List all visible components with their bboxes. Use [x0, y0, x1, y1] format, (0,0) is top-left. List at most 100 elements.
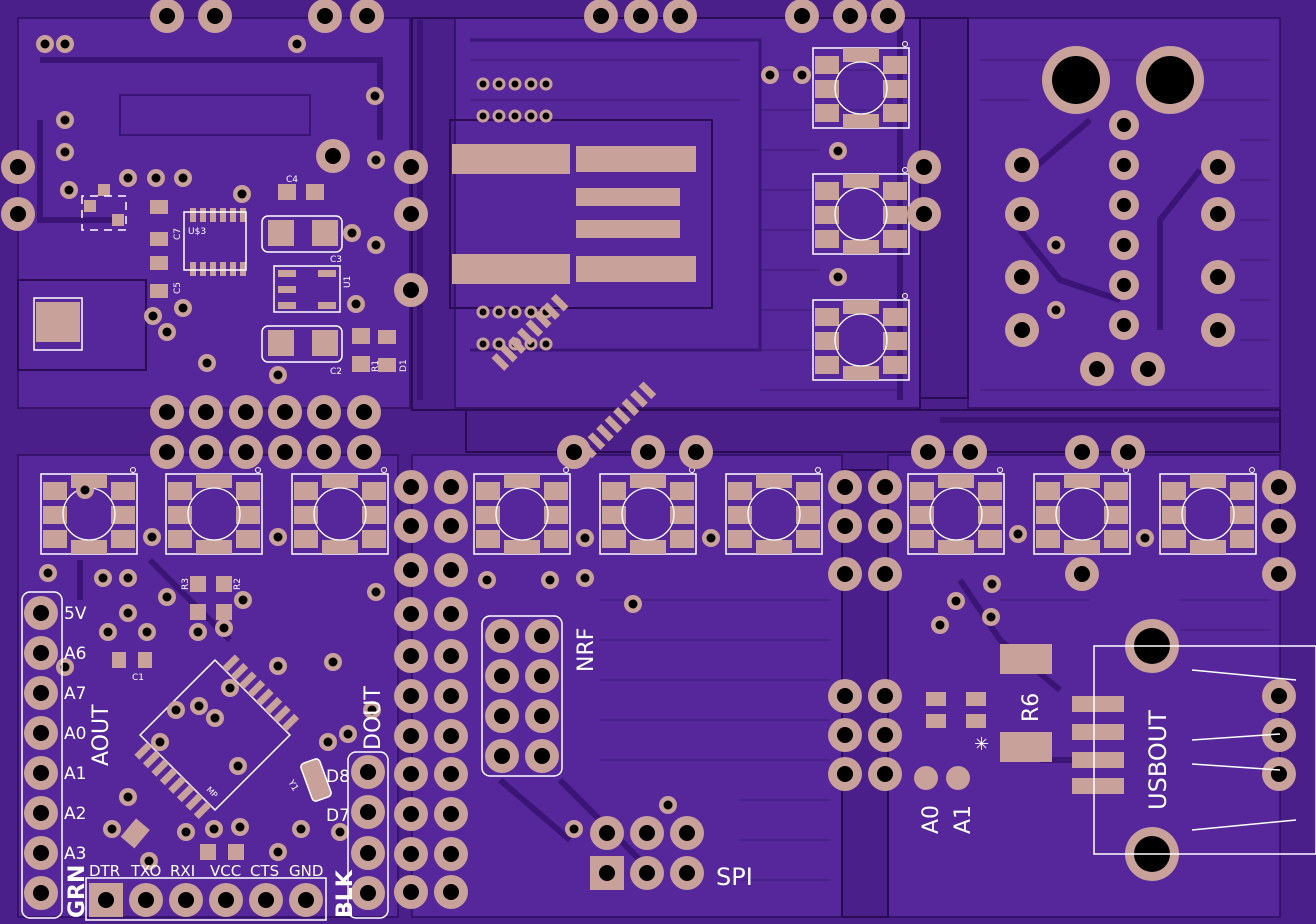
drill-hole	[60, 39, 70, 49]
drill-hole	[443, 884, 459, 900]
drill-hole	[351, 299, 361, 309]
label-grn: GRN	[65, 865, 90, 918]
drill-hole	[1014, 157, 1030, 173]
drill-hole	[443, 562, 459, 578]
drill-hole	[1117, 198, 1131, 212]
drill-hole	[688, 444, 704, 460]
drill-hole	[162, 592, 172, 602]
drill-hole	[1210, 159, 1226, 175]
drill-hole	[237, 189, 247, 199]
drill-hole	[1014, 206, 1030, 222]
drill-hole	[877, 566, 893, 582]
test-pad	[946, 766, 970, 790]
header-outlines	[21, 195, 1316, 921]
label-r6: R6	[1019, 693, 1044, 722]
drill-hole	[123, 173, 133, 183]
drill-hole	[162, 327, 172, 337]
qfp-pin	[222, 654, 240, 673]
label-r1: R1	[371, 360, 381, 372]
drill-hole	[1271, 727, 1287, 743]
drill-hole	[1117, 158, 1131, 172]
led-footprint	[812, 41, 910, 129]
silkscreen-labels: 5V A6 A7 A0 A1 A2 A3 AOUT DOUT D8 D7 GRN…	[64, 175, 1172, 918]
drill-hole	[335, 827, 345, 837]
drill-hole	[1140, 361, 1156, 377]
drill-hole	[403, 648, 419, 664]
label-spi: SPI	[716, 863, 753, 891]
drill-hole	[1210, 206, 1226, 222]
drill-hole	[317, 8, 333, 24]
qfp-pin	[134, 742, 153, 760]
small-smd-part	[120, 818, 150, 849]
drill-hole	[534, 628, 550, 644]
label-a2: A2	[64, 804, 86, 824]
label-a0-left: A0	[64, 724, 86, 744]
drill-hole	[1014, 322, 1030, 338]
drill-hole	[482, 575, 492, 585]
label-5v: 5V	[64, 604, 87, 624]
drill-hole	[33, 845, 49, 861]
label-a3: A3	[64, 844, 86, 864]
led-footprints	[40, 41, 1257, 555]
label-c2: C2	[330, 367, 342, 377]
drill-hole	[198, 404, 214, 420]
drill-hole	[403, 518, 419, 534]
drill-hole	[534, 748, 550, 764]
qfp-pin	[613, 406, 631, 425]
drill-hole	[443, 606, 459, 622]
label-cts: CTS	[250, 862, 279, 880]
drill-hole	[40, 39, 50, 49]
drill-hole	[951, 596, 961, 606]
qfp-pin	[604, 415, 623, 434]
drill-hole	[1271, 518, 1287, 534]
led-footprint	[599, 467, 697, 555]
drill-hole	[877, 688, 893, 704]
drill-hole	[443, 728, 459, 744]
drill-hole	[628, 599, 638, 609]
drill-hole	[837, 727, 853, 743]
label-txo: TXO	[130, 862, 161, 880]
drill-hole	[238, 404, 254, 420]
drill-hole	[842, 8, 858, 24]
drill-hole	[403, 562, 419, 578]
drill-hole	[706, 533, 716, 543]
qfp-pin	[499, 344, 518, 363]
drill-hole	[1210, 269, 1226, 285]
drill-hole	[1051, 305, 1061, 315]
qfp-pin	[550, 293, 569, 312]
label-star: ✳	[974, 734, 989, 755]
drill-hole	[833, 272, 843, 282]
label-c1: C1	[132, 673, 144, 683]
drill-hole	[877, 518, 893, 534]
drill-hole	[370, 91, 380, 101]
drill-hole	[1089, 361, 1105, 377]
drill-hole	[356, 444, 372, 460]
label-a0: A0	[919, 805, 944, 834]
drill-hole	[1117, 318, 1131, 332]
drill-hole	[138, 892, 154, 908]
drill-hole	[80, 485, 90, 495]
through-hole-pads	[1, 0, 1296, 917]
drill-hole	[599, 825, 615, 841]
drill-hole	[833, 146, 843, 156]
drill-hole	[986, 612, 996, 622]
qfp-pin	[508, 336, 527, 354]
qfp-pin	[247, 679, 266, 698]
qfp-pin	[185, 792, 203, 811]
drill-hole	[534, 708, 550, 724]
drill-hole	[877, 727, 893, 743]
drill-hole	[987, 579, 997, 589]
drill-hole	[1117, 118, 1131, 132]
label-usbout: USBOUT	[1144, 710, 1172, 810]
drill-hole	[494, 708, 510, 724]
label-u3: U$3	[188, 227, 206, 237]
rf-module	[449, 119, 713, 309]
drill-hole	[360, 845, 376, 861]
drill-hole	[765, 70, 775, 80]
drill-hole	[403, 806, 419, 822]
drill-hole	[33, 605, 49, 621]
drill-hole	[443, 518, 459, 534]
drill-hole	[159, 8, 175, 24]
drill-hole	[494, 748, 510, 764]
